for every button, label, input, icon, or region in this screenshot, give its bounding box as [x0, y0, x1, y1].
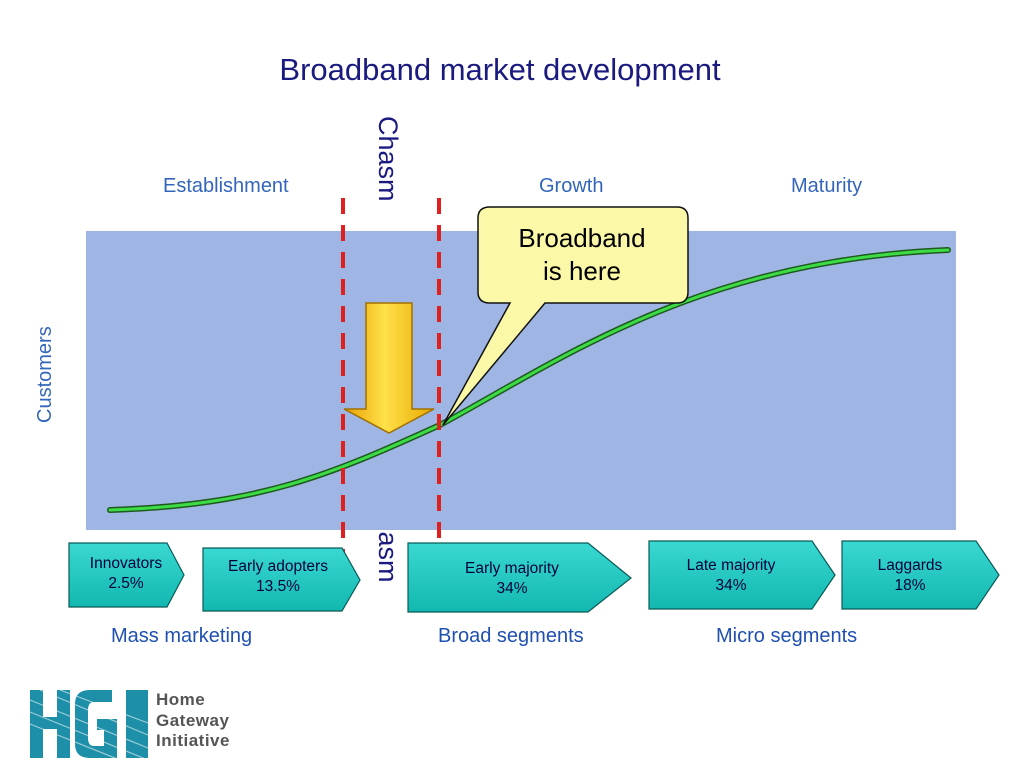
segment-late-majority: Late majority 34%: [652, 556, 810, 596]
logo-line-gateway: Gateway: [156, 710, 230, 730]
segment-share: 34%: [496, 580, 528, 598]
segment-name: Innovators: [89, 555, 163, 572]
segment-share: 18%: [894, 577, 926, 595]
down-arrow-icon: [343, 302, 435, 434]
mass-marketing-label: Mass marketing: [111, 625, 253, 647]
segment-name: Early adopters: [228, 558, 328, 575]
segment-arrow-early-majority: [407, 542, 632, 613]
segment-share: 13.5%: [256, 578, 300, 596]
segment-arrow-laggards: [841, 540, 1000, 610]
page-title: Broadband market development: [279, 52, 721, 87]
logo-line-initiative: Initiative: [156, 731, 230, 751]
segment-arrow-innovators: [68, 542, 185, 608]
segment-name: Laggards: [877, 557, 943, 574]
segment-innovators: Innovators 2.5%: [72, 554, 180, 594]
segment-arrow-late-majority: [648, 540, 836, 610]
segment-name: Late majority: [686, 557, 776, 574]
segment-early-majority: Early majority 34%: [412, 559, 612, 599]
segment-early-adopters: Early adopters 13.5%: [205, 557, 351, 597]
chasm-top-label: Chasm: [373, 116, 403, 202]
segment-name: Early majority: [465, 560, 559, 577]
segment-arrow-early-adopters: [202, 547, 361, 612]
hgi-logo-icon: [29, 689, 149, 768]
callout-line-1: Broadband: [518, 223, 646, 253]
callout-text: Broadband is here: [482, 222, 682, 287]
logo-line-home: Home: [156, 690, 206, 709]
segment-share: 2.5%: [108, 575, 144, 593]
broad-segments-label: Broad segments: [438, 625, 584, 647]
phase-growth-label: Growth: [539, 175, 604, 197]
phase-establishment-label: Establishment: [163, 175, 289, 197]
micro-segments-label: Micro segments: [716, 625, 858, 647]
phase-maturity-label: Maturity: [791, 175, 863, 197]
segment-laggards: Laggards 18%: [846, 556, 974, 596]
logo-wordmark: Home Gateway Initiative: [156, 690, 230, 752]
callout-line-2: is here: [542, 255, 622, 286]
callout-bubble: [442, 206, 689, 426]
segment-share: 34%: [715, 577, 747, 595]
